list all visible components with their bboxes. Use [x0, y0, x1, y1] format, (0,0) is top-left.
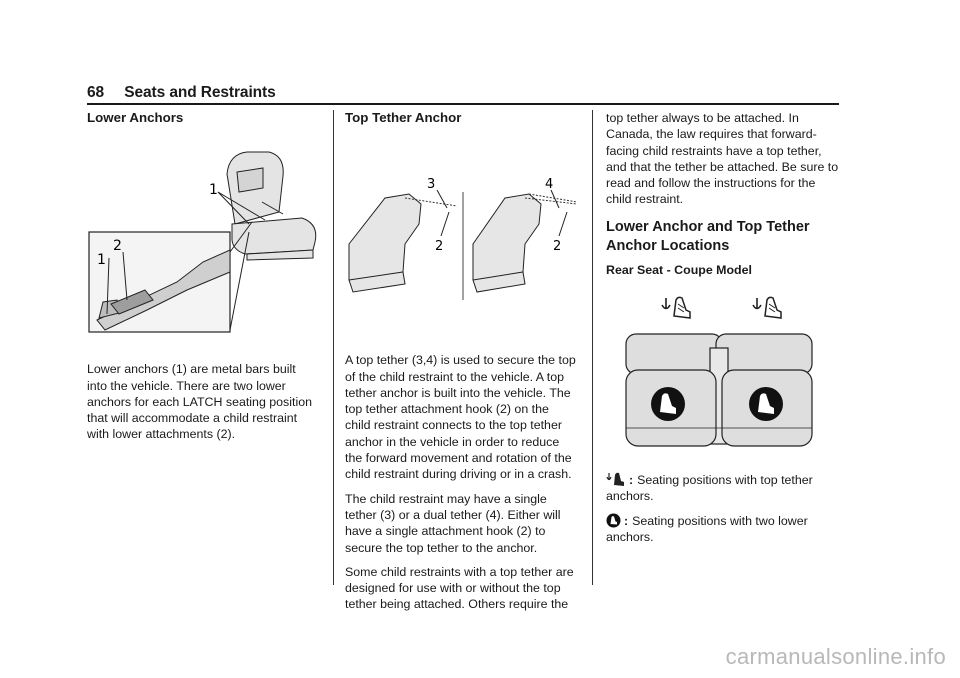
header-rule — [87, 103, 839, 105]
continuation-text: top tether always to be attached. In Can… — [606, 111, 839, 207]
legend-colon: : — [629, 473, 634, 488]
legend-tether-text: Seating positions with top tether anchor… — [606, 473, 813, 504]
tether-symbol-right — [752, 296, 782, 319]
callout-1-top: 1 — [209, 182, 218, 198]
lower-anchor-symbol-left — [651, 387, 685, 422]
top-tether-para-1: A top tether (3,4) is used to secure the… — [345, 353, 576, 482]
callout-2-right: 2 — [553, 239, 561, 254]
lower-anchors-body: Lower anchors (1) are metal bars built i… — [87, 362, 312, 442]
tether-symbol-left — [661, 296, 691, 319]
top-tether-heading: Top Tether Anchor — [345, 110, 462, 125]
rear-seat-subheading: Rear Seat - Coupe Model — [606, 262, 752, 277]
page-header: 68 Seats and Restraints — [87, 84, 276, 102]
lower-anchor-symbol-right — [749, 387, 783, 422]
page-number: 68 — [87, 84, 105, 101]
rear-seat-diagram — [625, 296, 813, 447]
callout-2-inset: 2 — [113, 238, 122, 254]
legend-tether: :Seating positions with top tether ancho… — [606, 472, 842, 505]
callout-2-left: 2 — [435, 239, 443, 254]
legend-lower-text: Seating positions with two lower anchors… — [606, 513, 808, 544]
section-title: Seats and Restraints — [124, 84, 276, 101]
lower-anchors-figure: 1 1 2 — [88, 151, 317, 333]
column-anchor-locations: top tether always to be attached. In Can… — [606, 110, 842, 553]
lower-anchor-legend-icon — [606, 513, 621, 528]
callout-4: 4 — [545, 177, 553, 192]
legend-colon: : — [624, 513, 629, 528]
top-tether-para-3: Some child restraints with a top tether … — [345, 564, 574, 612]
legend-lower: :Seating positions with two lower anchor… — [606, 513, 842, 546]
column-divider-2 — [592, 110, 593, 585]
callout-1-inset: 1 — [97, 252, 106, 268]
anchor-locations-heading: Lower Anchor and Top Tether Anchor Locat… — [606, 218, 810, 254]
tether-legend-icon — [606, 472, 624, 487]
lower-anchors-heading: Lower Anchors — [87, 110, 184, 125]
watermark: carmanualsonline.info — [725, 644, 946, 669]
top-tether-para-2: The child restraint may have a single te… — [345, 491, 561, 555]
top-tether-figure: 3 4 2 2 — [348, 177, 577, 301]
column-lower-anchors: Lower Anchors 1 1 2 Lower anchors (1) ar… — [87, 110, 319, 451]
column-divider-1 — [333, 110, 334, 585]
column-top-tether: Top Tether Anchor 3 4 2 2 A top tether (… — [345, 110, 577, 621]
callout-3: 3 — [427, 177, 435, 192]
